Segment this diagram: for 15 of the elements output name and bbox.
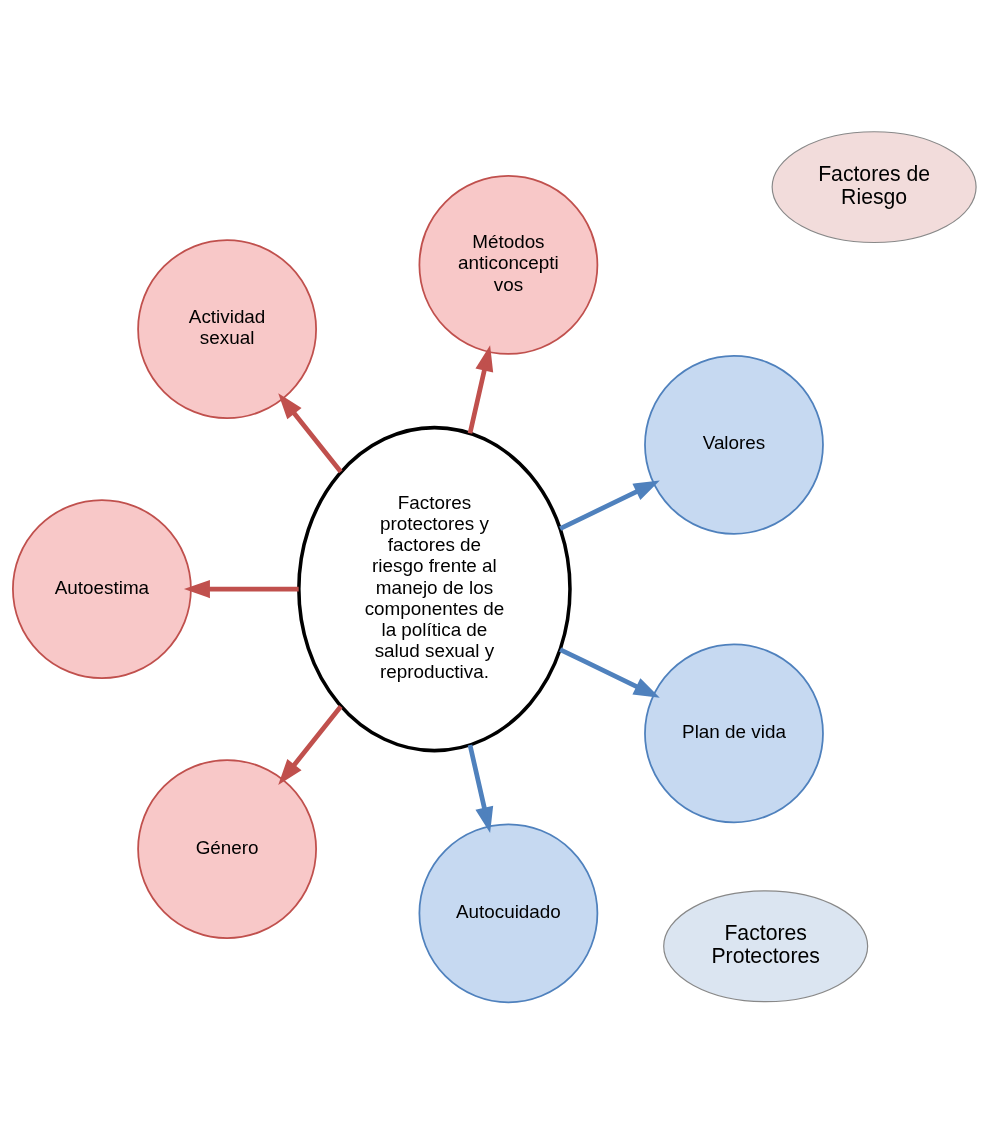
node-circle: Autocuidado — [418, 822, 599, 1003]
legend-label: Factores Protectores — [711, 920, 820, 967]
arrow — [467, 744, 494, 833]
node-ellipse: Factores protectores y factores de riesgo frente al manejo de los componentes de la política de salud sexual y reproductiva. — [297, 425, 572, 752]
node-circle: Métodos anticoncepti vos — [418, 174, 599, 355]
arrow — [559, 480, 660, 531]
node-circle: Autoestima — [12, 498, 192, 679]
arrow — [183, 579, 299, 598]
node-circle: Plan de vida — [644, 643, 824, 823]
node-circle: Valores — [644, 354, 824, 535]
arrow — [278, 392, 343, 473]
arrow — [559, 647, 660, 698]
legend-label: Factores de Riesgo — [818, 161, 931, 208]
arrow — [467, 344, 494, 434]
arrow — [278, 704, 343, 785]
